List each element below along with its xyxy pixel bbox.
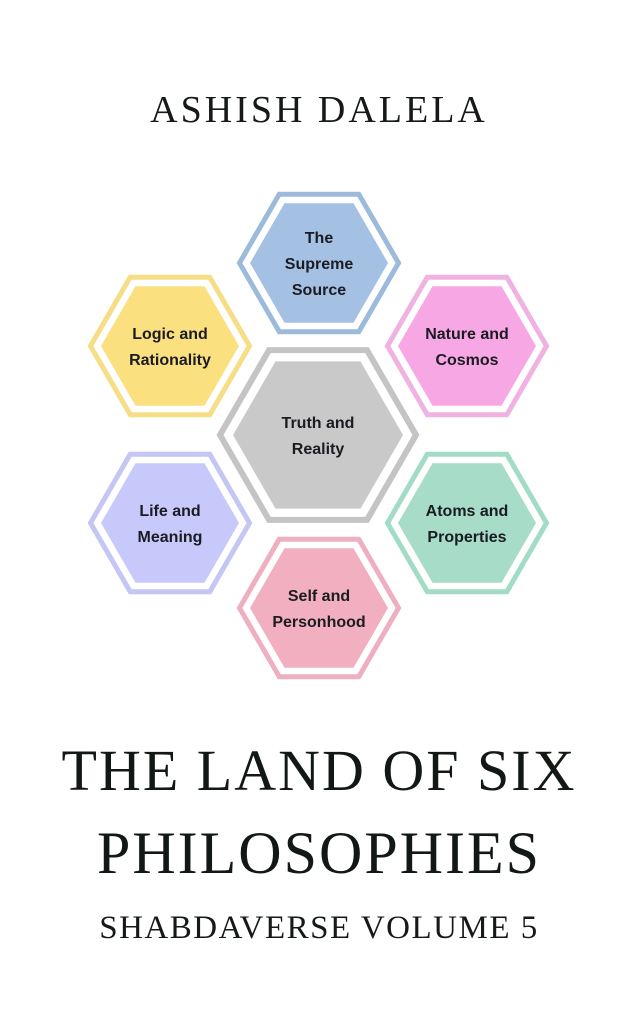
hexagon-fill <box>398 286 536 406</box>
hexagon-label: Logic and <box>132 326 208 343</box>
hexagon-label: Personhood <box>272 614 365 631</box>
hexagon-fill <box>250 548 388 668</box>
hexagon-label: Nature and <box>425 326 509 343</box>
book-title-line2: PHILOSOPHIES <box>96 820 542 886</box>
hexagon-fill <box>398 463 536 583</box>
hexagon-label: Self and <box>288 588 350 605</box>
author-name: ASHISH DALELA <box>150 89 488 131</box>
hexagon-label: Life and <box>139 503 200 520</box>
hexagon-label: Truth and <box>282 415 355 432</box>
hexagon-label: The <box>305 230 334 247</box>
hexagon-label: Supreme <box>285 256 354 273</box>
hexagon-label: Source <box>292 282 346 299</box>
hexagon-fill <box>250 203 388 323</box>
hexagon-fill <box>101 463 239 583</box>
hexagon-fill <box>101 286 239 406</box>
book-title-line1: THE LAND OF SIX <box>61 738 577 803</box>
hexagon-label: Atoms and <box>426 503 509 520</box>
series-subtitle: SHABDAVERSE VOLUME 5 <box>99 910 539 946</box>
hexagon-label: Properties <box>427 529 506 546</box>
hexagon-label: Cosmos <box>435 352 498 369</box>
hexagon-fill <box>233 361 403 509</box>
hexagon-label: Rationality <box>129 352 211 369</box>
hexagon-label: Meaning <box>138 529 203 546</box>
hexagon-label: Reality <box>292 441 345 458</box>
